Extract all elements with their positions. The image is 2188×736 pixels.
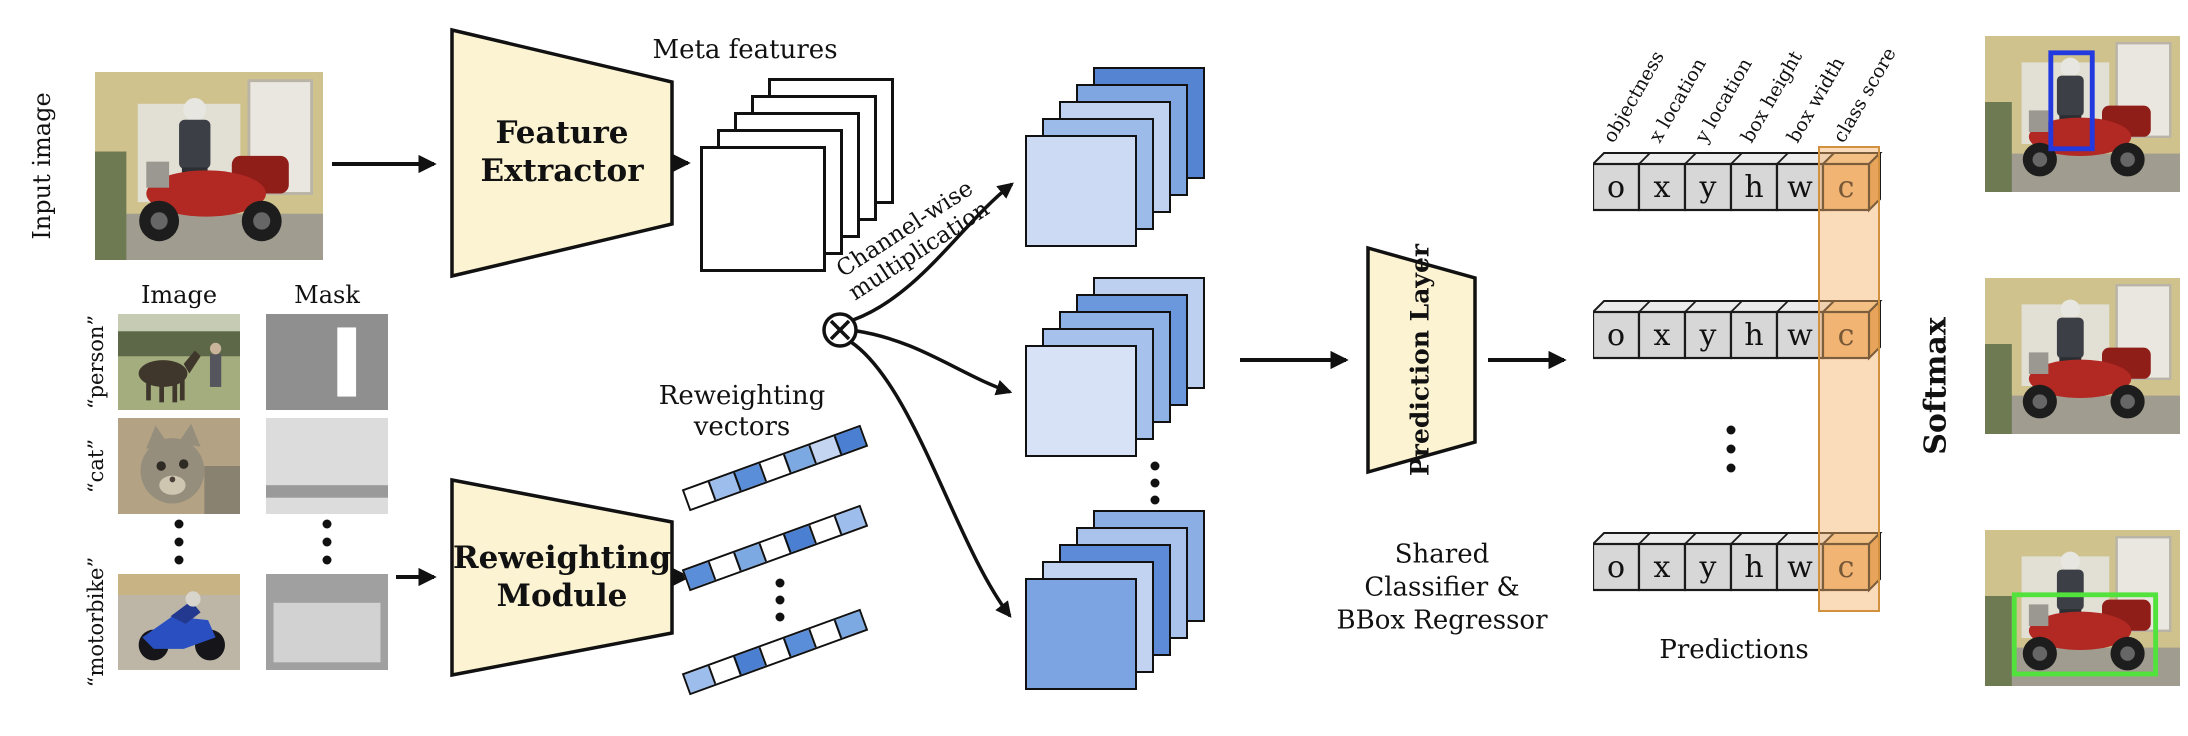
cell-c: c [1838, 170, 1855, 205]
reweighting-vectors-label: Reweighting vectors [659, 381, 825, 443]
arrow-multiply-to-stack1 [852, 182, 1014, 322]
prediction-row: o x y h w c [1593, 300, 1883, 361]
output-image-plain [1985, 278, 2180, 434]
shared-head-caption: Shared Classifier & BBox Regressor [1337, 539, 1548, 638]
cell-c: c [1838, 318, 1855, 353]
cell-h: h [1744, 550, 1763, 585]
cell-y: y [1699, 550, 1717, 585]
output-image-motorbike-detection [1985, 530, 2180, 686]
class-score-highlight-band [1818, 146, 1880, 612]
softmax-label: Softmax [1918, 317, 1954, 455]
cell-h: h [1744, 170, 1763, 205]
input-image-label: Input image [28, 92, 56, 240]
cell-w: w [1787, 550, 1813, 585]
support-image-person [118, 314, 240, 410]
shared-head-line3: BBox Regressor [1336, 605, 1548, 636]
feature-stack1-map [1025, 135, 1137, 247]
arrow-multiply-to-stack2 [856, 329, 1013, 396]
reweighting-module-shape [450, 477, 674, 678]
cell-y: y [1699, 318, 1717, 353]
cell-y: y [1699, 170, 1717, 205]
vectors-ellipsis [775, 578, 785, 622]
class-label-cat: “cat” [84, 438, 108, 494]
cell-objectness: o [1607, 550, 1625, 585]
reweighting-module-label-line2: Module [496, 577, 628, 614]
reweighting-module-label-line1: Reweighting [452, 539, 672, 576]
support-mask-motorbike [266, 574, 388, 670]
cell-w: w [1787, 170, 1813, 205]
support-image-cat [118, 418, 240, 514]
feature-stack2-map [1025, 345, 1137, 457]
prediction-layer-label: Prediction Layer [1405, 243, 1435, 477]
support-mask-cat [266, 418, 388, 514]
cell-h: h [1744, 318, 1763, 353]
feature-extractor-label-line1: Feature [495, 115, 629, 152]
person-bounding-box [2048, 50, 2095, 152]
cell-c: c [1838, 550, 1855, 585]
support-image-motorbike [118, 574, 240, 670]
mask-column-header: Mask [294, 281, 360, 309]
reweighting-vectors-line2: vectors [693, 412, 791, 442]
class-label-motorbike: “motorbike” [84, 556, 108, 688]
motorbike-bounding-box [2011, 592, 2159, 677]
cell-x: x [1654, 318, 1671, 353]
cell-objectness: o [1607, 170, 1625, 205]
meta-features-label: Meta features [652, 35, 838, 65]
channel-multiply-icon [822, 312, 858, 348]
reweighting-module: Reweighting Module [452, 480, 672, 675]
support-mask-person [266, 314, 388, 410]
image-column-header: Image [140, 281, 218, 309]
cell-x: x [1654, 550, 1671, 585]
predictions-label: Predictions [1659, 635, 1809, 665]
input-image [95, 72, 323, 260]
shared-head-line1: Shared [1394, 539, 1490, 570]
cell-w: w [1787, 318, 1813, 353]
meta-feature-map [700, 146, 826, 272]
feature-extractor-shape [450, 27, 674, 279]
output-image-person-detection [1985, 36, 2180, 192]
feature-extractor-label-line2: Extractor [480, 153, 644, 189]
feature-extractor-module: Feature Extractor [452, 30, 672, 276]
prediction-row: o x y h w c [1593, 532, 1883, 593]
support-mask-ellipsis [322, 519, 332, 565]
class-label-person: “person” [84, 314, 108, 410]
prediction-row: o x y h w c [1593, 152, 1883, 213]
shared-head-line2: Classifier & [1364, 572, 1520, 603]
stacks-ellipsis [1150, 461, 1160, 505]
predictions-ellipsis [1726, 425, 1736, 473]
prediction-layer-shape [1366, 245, 1477, 475]
feature-stack3-map [1025, 578, 1137, 690]
arrow-multiply-to-stack3 [850, 340, 1012, 618]
reweighting-vectors-line1: Reweighting [658, 381, 826, 411]
support-image-ellipsis [174, 519, 184, 565]
cell-objectness: o [1607, 318, 1625, 353]
cell-x: x [1654, 170, 1671, 205]
